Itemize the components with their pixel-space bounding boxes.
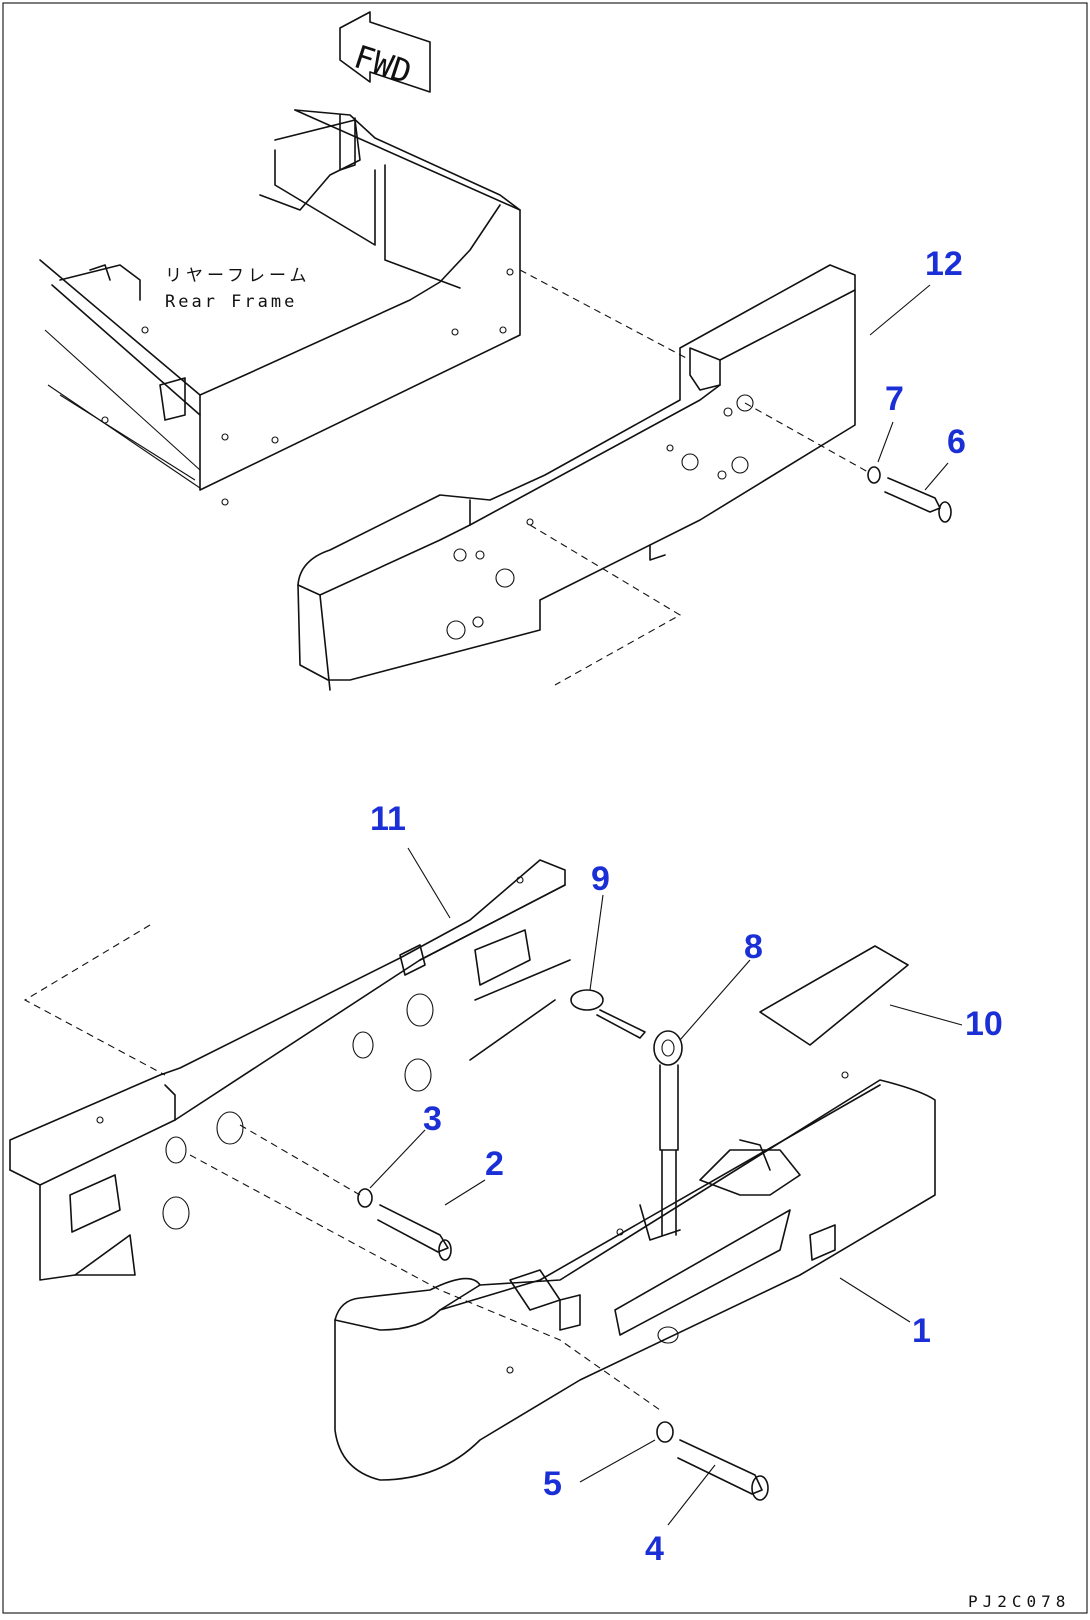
callout-11: 11 bbox=[370, 800, 406, 838]
callout-12: 12 bbox=[925, 245, 963, 283]
callout-7: 7 bbox=[885, 380, 904, 418]
bolt-2 bbox=[377, 1204, 452, 1261]
washer-3 bbox=[357, 1188, 373, 1208]
callout-10: 10 bbox=[965, 1005, 1003, 1043]
fwd-label: FWD bbox=[350, 37, 417, 91]
counterweight-12 bbox=[297, 264, 856, 691]
callout-5: 5 bbox=[543, 1465, 562, 1503]
bolt-4 bbox=[677, 1439, 769, 1501]
callout-2: 2 bbox=[485, 1145, 504, 1183]
callout-3: 3 bbox=[423, 1100, 442, 1138]
leader-lines bbox=[369, 284, 963, 1526]
guide-line bbox=[529, 524, 682, 686]
rear-frame-label-en: Rear Frame bbox=[165, 292, 297, 312]
rear-frame bbox=[39, 109, 521, 506]
plate-10 bbox=[759, 945, 909, 1046]
callout-4: 4 bbox=[645, 1530, 664, 1568]
drawing-code: PJ2C078 bbox=[968, 1592, 1070, 1611]
guide-line bbox=[23, 924, 166, 1076]
washer-5 bbox=[656, 1421, 674, 1443]
callout-9: 9 bbox=[591, 860, 610, 898]
rear-frame-label-jp: リヤーフレーム bbox=[165, 266, 310, 286]
fwd-arrow: FWD bbox=[339, 11, 431, 93]
callout-8: 8 bbox=[744, 928, 763, 966]
frame-11 bbox=[9, 859, 571, 1281]
guide-line bbox=[189, 1154, 661, 1411]
bolt-6 bbox=[884, 477, 952, 523]
washer-7 bbox=[867, 466, 881, 484]
callout-6: 6 bbox=[947, 423, 966, 461]
eyebolt-8 bbox=[653, 1030, 683, 1236]
pin-9 bbox=[570, 989, 646, 1039]
counterweight-1 bbox=[334, 1071, 936, 1481]
callout-1: 1 bbox=[912, 1312, 931, 1350]
guide-line bbox=[519, 269, 691, 361]
guide-line bbox=[239, 1124, 361, 1196]
guide-line bbox=[744, 402, 869, 473]
